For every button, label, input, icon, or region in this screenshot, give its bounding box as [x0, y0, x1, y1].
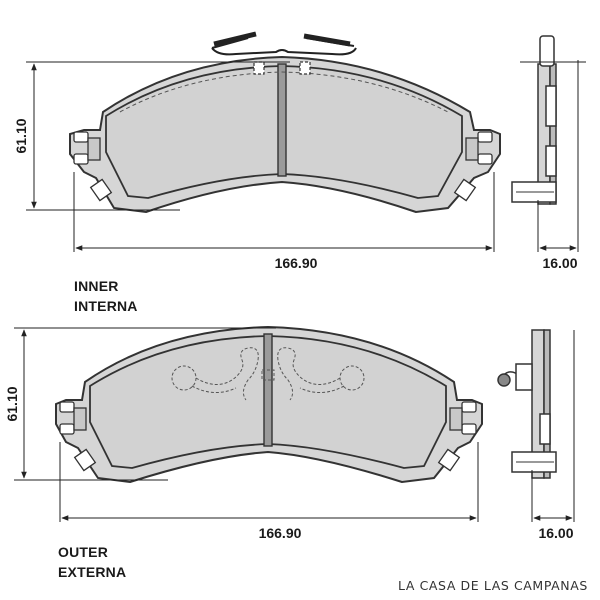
inner-right-ear [453, 131, 493, 202]
inner-pad-side-view [511, 35, 557, 205]
inner-label-en: INNER [74, 278, 119, 294]
outer-height-dim: 61.10 [4, 386, 20, 421]
inner-tab-right [299, 61, 311, 75]
inner-tab-left [253, 61, 265, 75]
outer-left-ear [59, 401, 97, 472]
inner-height-dim: 61.10 [13, 118, 29, 153]
outer-width-dim: 166.90 [259, 525, 302, 541]
watermark-text: LA CASA DE LAS CAMPANAS [398, 578, 588, 593]
inner-label: INNER INTERNA [74, 276, 138, 316]
inner-center-slot [277, 63, 287, 177]
outer-label-es: EXTERNA [58, 564, 127, 580]
inner-label-es: INTERNA [74, 298, 138, 314]
outer-right-ear [437, 401, 477, 472]
inner-thickness-dim: 16.00 [542, 255, 577, 271]
outer-pad-front-view [55, 325, 483, 484]
inner-pad-front-view [69, 31, 501, 214]
outer-label: OUTER EXTERNA [58, 542, 126, 582]
outer-label-en: OUTER [58, 544, 108, 560]
inner-width-dim: 166.90 [275, 255, 318, 271]
inner-left-ear [73, 131, 113, 202]
outer-thickness-dim: 16.00 [538, 525, 573, 541]
outer-pad-side-view [497, 329, 557, 479]
outer-center-slot [263, 333, 273, 447]
outer-dimensions [14, 327, 575, 522]
inner-clip-bar-left [213, 31, 257, 47]
outer-dashed-shim-pattern [171, 347, 365, 401]
inner-dashed-contour [119, 71, 449, 113]
inner-dimensions [26, 60, 586, 252]
inner-clip-bar-right [303, 33, 351, 47]
